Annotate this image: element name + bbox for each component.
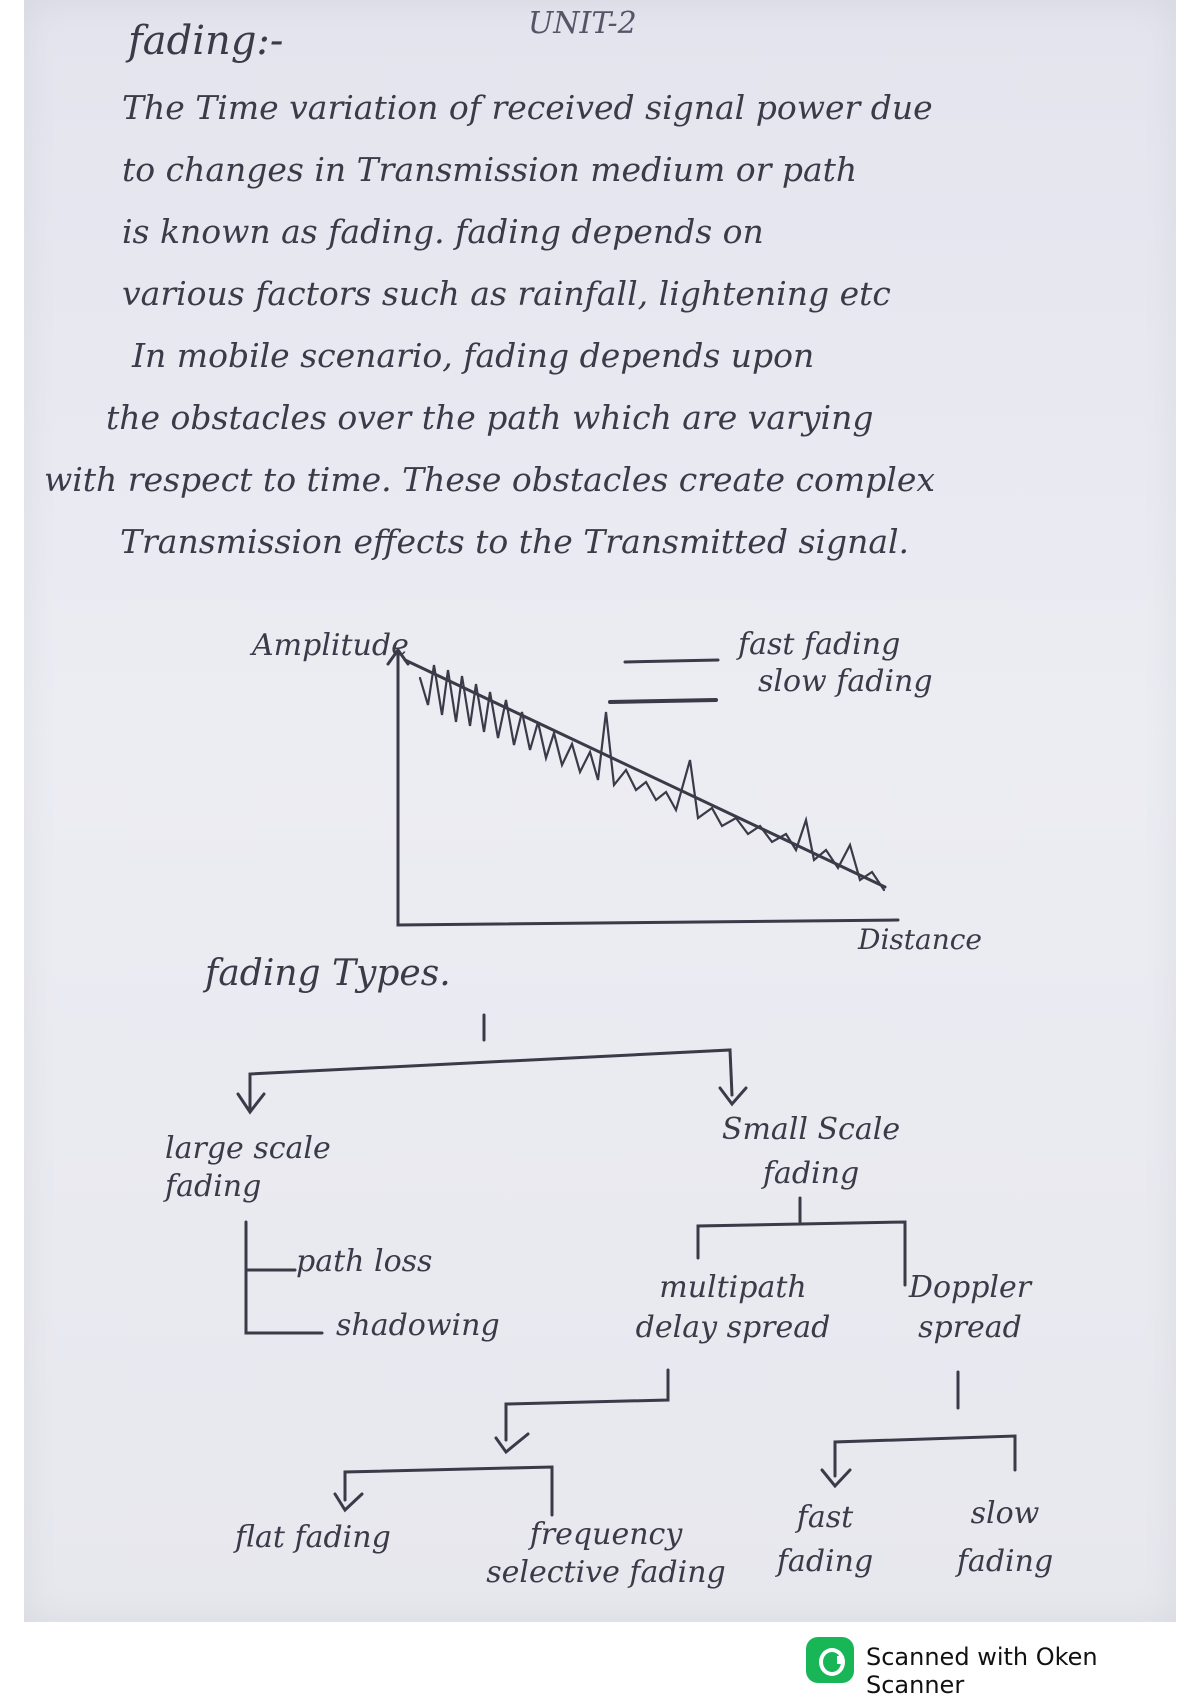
legend-slow-fading: slow fading (758, 664, 933, 699)
legend-fast-line (623, 658, 720, 664)
large-scale-fading-node: large scale fading (165, 1131, 331, 1204)
paragraph-line: Transmission effects to the Transmitted … (120, 522, 910, 561)
paragraph-line: various factors such as rainfall, lighte… (122, 274, 891, 313)
multipath-delay-spread-node: multipath delay spread (635, 1270, 831, 1345)
fast-fading-line (418, 664, 886, 892)
legend-slow-line (608, 698, 718, 704)
paragraph-line: In mobile scenario, fading depends upon (132, 336, 815, 375)
fast-fading-node: fast fading (776, 1500, 874, 1579)
path-loss-node: path loss (296, 1244, 433, 1279)
slow-fading-line (403, 658, 887, 889)
multipath-branch (504, 1368, 670, 1442)
paragraph-line: is known as fading. fading depends on (122, 212, 764, 251)
page-title: fading:- (128, 18, 284, 64)
unit-heading: UNIT-2 (528, 6, 637, 41)
doppler-branch (833, 1370, 1017, 1478)
scanner-footer (0, 1622, 1200, 1698)
scanner-watermark-text: Scanned with Oken Scanner (866, 1643, 1098, 1699)
scanned-page (24, 0, 1176, 1622)
legend-fast-fading: fast fading (738, 627, 901, 662)
doppler-spread-node: Doppler spread (908, 1270, 1032, 1345)
large-scale-branch (244, 1220, 324, 1335)
small-scale-branch (696, 1196, 907, 1287)
graph-axes (396, 650, 900, 927)
x-axis-label: Distance (858, 923, 983, 956)
y-axis-label: Amplitude (252, 628, 409, 663)
slow-fading-node: slow fading (956, 1496, 1054, 1579)
flat-fading-node: flat fading (235, 1520, 391, 1555)
fading-types-heading: fading Types. (205, 953, 451, 994)
paragraph-line: to changes in Transmission medium or pat… (122, 150, 858, 189)
paragraph-line: The Time variation of received signal po… (122, 88, 933, 127)
frequency-selective-fading-node: frequency selective fading (486, 1517, 726, 1590)
small-scale-fading-node: Small Scale fading (721, 1112, 901, 1191)
paragraph-line: the obstacles over the path which are va… (106, 398, 874, 437)
paragraph-line: with respect to time. These obstacles cr… (44, 460, 935, 499)
tree-main-branch (248, 1048, 734, 1110)
oken-scanner-logo-icon (806, 1637, 854, 1683)
shadowing-node: shadowing (336, 1308, 500, 1343)
